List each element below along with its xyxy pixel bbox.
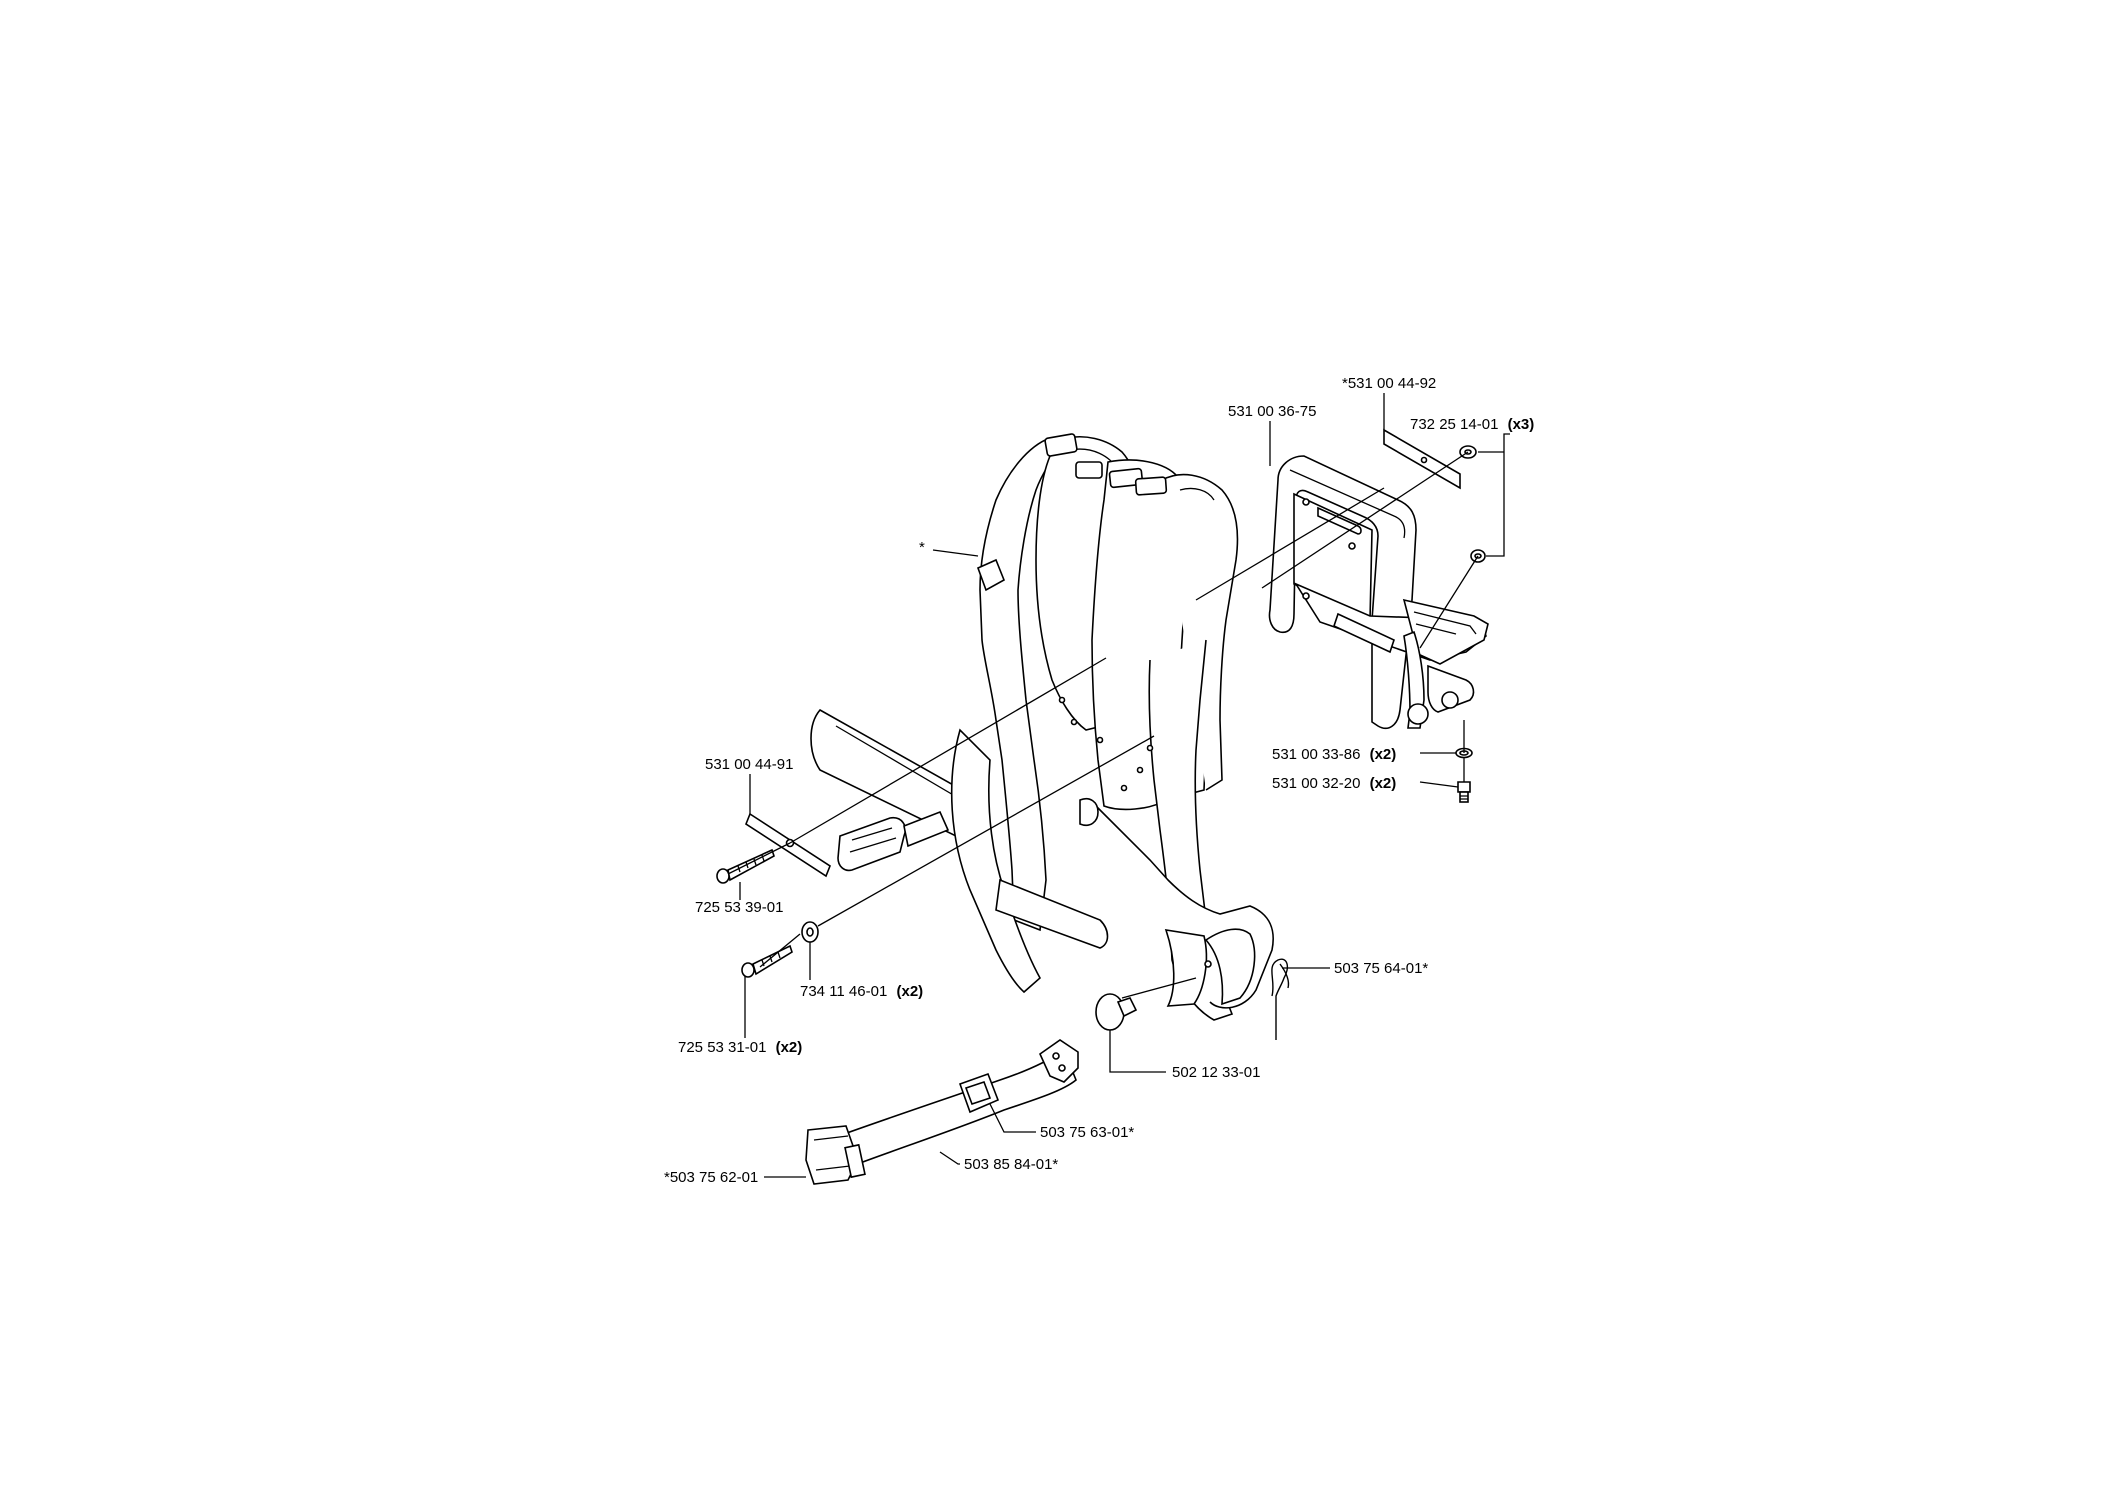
side-buckle [837, 810, 950, 872]
nut-top [1459, 445, 1486, 563]
screw-lower-qty: (x2) [776, 1039, 803, 1056]
label-buckle: *503 75 62-01 [664, 1169, 758, 1186]
label-nut-top: 732 25 14-01 (x3) [1410, 416, 1534, 433]
label-screw-lower: 725 53 31-01 (x2) [678, 1039, 802, 1056]
bolt-part: 531 00 32-20 [1272, 775, 1360, 792]
nut-top-part: 732 25 14-01 [1410, 416, 1498, 433]
label-knob: 502 12 33-01 [1172, 1064, 1260, 1081]
bolt [1457, 781, 1471, 803]
knob [1095, 993, 1138, 1031]
backpack-harness [810, 433, 1274, 1021]
label-plate-left: 531 00 44-91 [705, 756, 793, 773]
washer [801, 921, 819, 943]
label-clip: 503 75 64-01* [1334, 960, 1428, 977]
frame [1268, 455, 1489, 730]
screw-lower-part: 725 53 31-01 [678, 1039, 766, 1056]
ring-qty: (x2) [1370, 746, 1397, 763]
label-buckle-slide: 503 75 63-01* [1040, 1124, 1134, 1141]
label-harness: * [919, 539, 925, 556]
leader-lines [727, 393, 1510, 1178]
label-ring: 531 00 33-86 (x2) [1272, 746, 1396, 763]
label-washer: 734 11 46-01 (x2) [800, 983, 923, 1000]
label-bolt: 531 00 32-20 (x2) [1272, 775, 1396, 792]
bolt-qty: (x2) [1370, 775, 1397, 792]
plate-left [745, 812, 831, 878]
washer-part: 734 11 46-01 [800, 983, 887, 1000]
ring-part: 531 00 33-86 [1272, 746, 1360, 763]
r-clip [1271, 958, 1290, 1040]
nut-top-qty: (x3) [1508, 416, 1535, 433]
washer-qty: (x2) [896, 983, 923, 1000]
label-hip-belt: 503 85 84-01* [964, 1156, 1058, 1173]
label-plate-top: *531 00 44-92 [1342, 375, 1436, 392]
label-screw-upper: 725 53 39-01 [695, 899, 783, 916]
plate-top [1383, 428, 1461, 490]
hip-belt [805, 1039, 1079, 1185]
label-frame: 531 00 36-75 [1228, 403, 1316, 420]
